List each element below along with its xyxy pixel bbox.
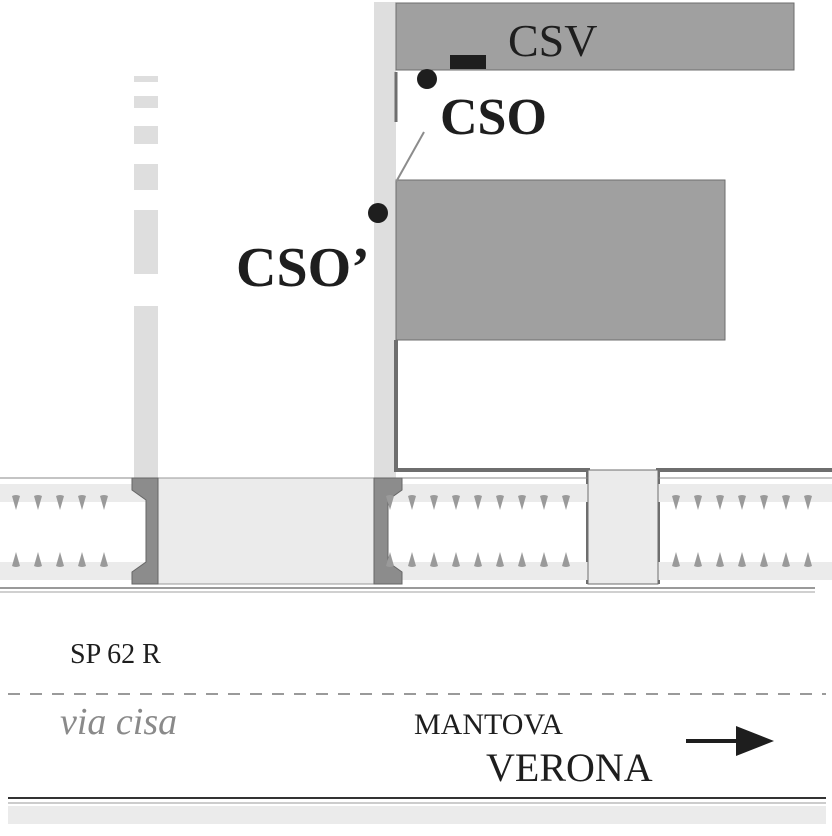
tree-drop-icon xyxy=(540,495,548,510)
tree-drop-icon xyxy=(540,552,548,567)
destination-verona-label: VERONA xyxy=(486,745,653,790)
tree-drop-icon xyxy=(562,552,570,567)
tree-drop-icon xyxy=(430,495,438,510)
tree-drop-icon xyxy=(430,552,438,567)
tree-drop-icon xyxy=(562,495,570,510)
entrance-left xyxy=(157,477,375,585)
destination-mantova-label: MANTOVA xyxy=(414,708,563,741)
access-path xyxy=(374,2,396,478)
tree-drop-icon xyxy=(34,552,42,567)
tree-drop-icon xyxy=(474,552,482,567)
tree-drop-icon xyxy=(694,495,702,510)
cso-prime-label: CSO’ xyxy=(236,237,370,299)
tree-drop-icon xyxy=(386,552,394,567)
tree-drop-icon xyxy=(100,495,108,510)
tree-drop-icon xyxy=(518,495,526,510)
csv-marker-bar xyxy=(450,55,486,69)
tree-drop-icon xyxy=(496,552,504,567)
tree-drop-icon xyxy=(78,495,86,510)
tree-drop-icon xyxy=(34,495,42,510)
tree-drop-icon xyxy=(760,495,768,510)
tree-drop-icon xyxy=(738,495,746,510)
tree-drop-icon xyxy=(56,495,64,510)
fence-line xyxy=(394,340,590,584)
left-dashed-path xyxy=(134,76,158,478)
tree-drop-icon xyxy=(496,495,504,510)
gate-left xyxy=(131,477,159,585)
entrance-right xyxy=(587,469,659,585)
tree-drop-icon xyxy=(386,495,394,510)
tree-drop-icon xyxy=(716,495,724,510)
tree-drop-icon xyxy=(804,552,812,567)
tree-drop-icon xyxy=(738,552,746,567)
street-name-label: via cisa xyxy=(60,701,178,743)
hedge-band-bottom xyxy=(0,562,832,580)
tree-drop-icon xyxy=(804,495,812,510)
tree-drop-icon xyxy=(452,552,460,567)
road-code-label: SP 62 R xyxy=(70,639,161,670)
tree-drop-icon xyxy=(408,552,416,567)
tree-drop-icon xyxy=(56,552,64,567)
cso-label: CSO xyxy=(440,89,547,146)
tree-drop-icon xyxy=(782,495,790,510)
tree-drop-icon xyxy=(760,552,768,567)
tree-drop-icon xyxy=(782,552,790,567)
tree-drop-icon xyxy=(474,495,482,510)
building-main xyxy=(395,179,726,341)
arrow-right-icon xyxy=(686,726,774,756)
cso-leader xyxy=(395,131,425,183)
tree-drop-icon xyxy=(78,552,86,567)
tree-drop-icon xyxy=(452,495,460,510)
tree-drop-icon xyxy=(408,495,416,510)
tree-drop-icon xyxy=(518,552,526,567)
tree-drop-icon xyxy=(694,552,702,567)
tree-drop-icon xyxy=(672,495,680,510)
tree-drop-icon xyxy=(12,495,20,510)
hedge-band-top xyxy=(0,484,832,502)
sidewalk xyxy=(8,806,826,824)
tree-drop-icon xyxy=(716,552,724,567)
tree-drop-icon xyxy=(12,552,20,567)
csv-label: CSV xyxy=(508,15,598,66)
hedge-row xyxy=(12,495,812,567)
tree-drop-icon xyxy=(672,552,680,567)
tree-drop-icon xyxy=(100,552,108,567)
cso-prime-marker xyxy=(368,203,388,223)
cso-marker xyxy=(417,69,437,89)
